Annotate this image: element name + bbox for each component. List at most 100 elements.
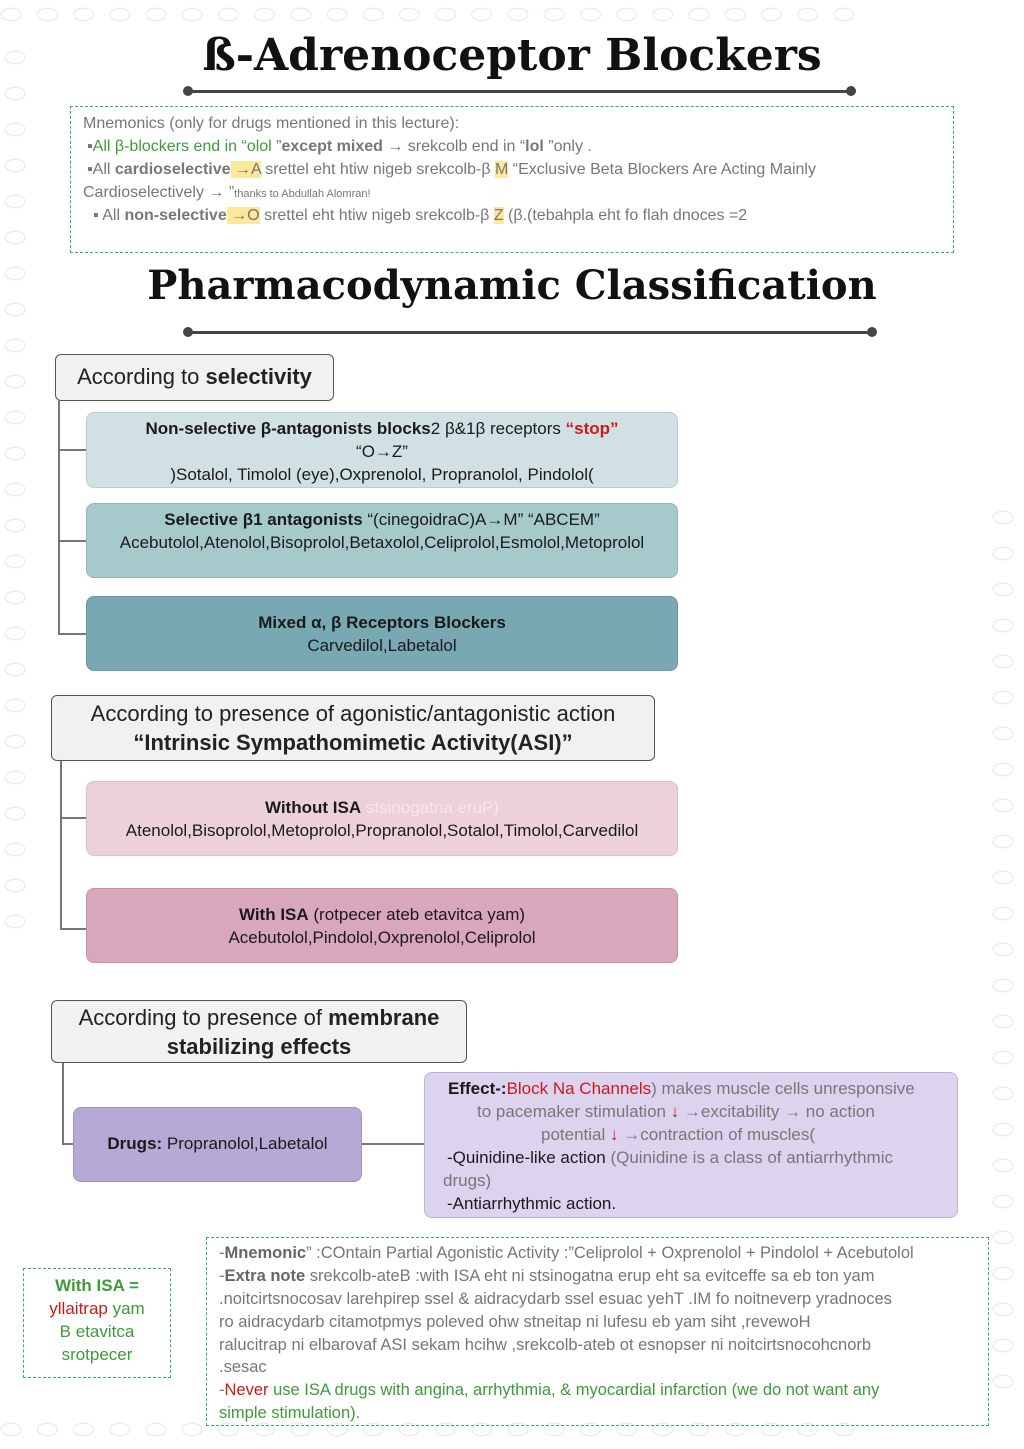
membrane-header: According to presence of membrane stabil… — [51, 1000, 467, 1063]
effect-line1-rest: ) makes muscle cells unresponsive — [651, 1079, 915, 1098]
selectivity-header-bold: selectivity — [205, 364, 312, 389]
selectivity-branch-3 — [58, 633, 86, 635]
bottom-notes-box — [206, 1237, 989, 1426]
block-na-channels-text: Block Na Channels — [506, 1079, 652, 1098]
isa-side-line2-rest: yam — [107, 1299, 145, 1318]
effect-line-2: to pacemaker stimulation ↓ →excitability… — [443, 1100, 947, 1123]
membrane-drugs-box: Drugs: Propranolol,Labetalol — [73, 1107, 362, 1182]
mnemonic-line4-lead: All — [102, 207, 125, 224]
never-note-text: use ISA drugs with angina, arrhythmia, &… — [268, 1381, 880, 1399]
with-isa-note: (rotpecer ateb etavitca yam) — [308, 905, 526, 924]
background-pattern-top: ⬭⬭⬭⬭⬭⬭⬭⬭⬭⬭⬭⬭⬭⬭⬭⬭⬭⬭⬭⬭⬭⬭⬭⬭ — [0, 0, 869, 30]
isa-header-line1: According to presence of agonistic/antag… — [90, 701, 616, 726]
page-title: ß-Adrenoceptor Blockers — [202, 30, 822, 81]
extra-note-line-2: .noitcirtsnocosav larehpirep ssel & aidr… — [219, 1290, 892, 1308]
mnemonic-line4-rest: srettel eht htiw nigeb srekcolb-β — [259, 207, 494, 224]
non-selective-drugs: )Sotalol, Timolol (eye),Oxprenolol, Prop… — [170, 465, 594, 484]
mixed-drugs: Carvedilol,Labetalol — [307, 636, 457, 655]
down-arrow-icon: ↓ — [610, 1125, 619, 1144]
mnemonic-o-highlight: →O — [226, 207, 260, 224]
mnemonic-line1-rest: → srekcolb end in “ — [382, 138, 526, 155]
isa-side-line2-red: yllaitrap — [49, 1299, 108, 1318]
drugs-effect-connector — [362, 1143, 424, 1145]
subtitle-underline-dot-left — [183, 327, 193, 337]
selectivity-tree-trunk — [58, 401, 60, 634]
mnemonics-line-3: Cardioselectively → ”thanks to Abdullah … — [83, 184, 371, 202]
mnemonics-line-1: ▪All β-blockers end in “olol ”except mix… — [87, 138, 592, 155]
down-arrow-icon: ↓ — [670, 1102, 680, 1121]
subtitle-underline — [188, 331, 871, 334]
selective-b1-box: Selective β1 antagonists “(cinegoidraC)A… — [86, 503, 678, 578]
isa-tree-trunk — [60, 761, 62, 929]
without-isa-title: Without ISA stsinogatna eruP) — [87, 796, 677, 819]
mnemonic-lol-text: lol — [525, 138, 544, 155]
effect-line2-text: to pacemaker stimulation — [477, 1102, 671, 1121]
mnemonic-z-highlight: Z — [493, 207, 504, 224]
never-note-line: -Never use ISA drugs with angina, arrhyt… — [219, 1381, 880, 1399]
extra-note-line-1: -Extra note srekcolb-ateB :with ISA eht … — [219, 1267, 875, 1285]
effect-line3-rest: →contraction of muscles( — [618, 1125, 816, 1144]
without-isa-note: stsinogatna eruP) — [361, 798, 500, 817]
title-underline-dot-left — [183, 86, 193, 96]
extra-note-label: Extra note — [224, 1267, 306, 1285]
non-selective-box: Non-selective β-antagonists blocks2 β&1β… — [86, 412, 678, 488]
background-pattern-left: ⬭⬭⬭⬭⬭⬭⬭⬭⬭⬭⬭⬭⬭⬭⬭⬭⬭⬭⬭⬭⬭⬭⬭⬭⬭ — [4, 43, 27, 937]
membrane-tree-trunk — [62, 1063, 64, 1144]
non-selective-title-rest: 2 β&1β receptors — [430, 419, 566, 438]
effect-line-5: drugs) — [443, 1171, 492, 1190]
isa-branch-1 — [60, 817, 86, 819]
mnemonic-olol-text: All β-blockers end in “olol ” — [92, 138, 282, 155]
never-note-line-2: simple stimulation). — [219, 1404, 361, 1422]
isa-side-line3: B etavitca — [59, 1322, 135, 1341]
with-isa-drugs: Acebutolol,Pindolol,Oxprenolol,Celiprolo… — [228, 928, 536, 947]
without-isa-title-bold: Without ISA — [264, 798, 362, 817]
isa-header: According to presence of agonistic/antag… — [51, 695, 655, 761]
stop-label: “stop” — [565, 419, 619, 438]
extra-note-line-4: ralucitrap ni elbarovaf ASI sekam hcihw … — [219, 1336, 872, 1354]
mnemonic-note-label: Mnemonic — [224, 1244, 307, 1262]
selectivity-branch-2 — [58, 540, 86, 542]
mixed-title-bold: Mixed α, β Receptors Blockers — [258, 613, 506, 632]
effect-line-1: Effect-:Block Na Channels) makes muscle … — [443, 1077, 947, 1100]
membrane-drugs-label: Drugs: — [107, 1134, 163, 1153]
mnemonics-line-4: ▪ All non-selective →O srettel eht htiw … — [93, 207, 748, 224]
mnemonic-a-highlight: →A — [230, 161, 261, 178]
isa-side-line1: With ISA = — [55, 1276, 139, 1295]
mnemonic-m-highlight: M — [494, 161, 509, 178]
with-isa-title: With ISA (rotpecer ateb etavitca yam) — [87, 903, 677, 926]
non-selective-title: Non-selective β-antagonists blocks2 β&1β… — [87, 417, 677, 440]
isa-side-line2: yllaitrap yam — [23, 1297, 171, 1320]
mnemonic-line2-lead: All — [92, 161, 115, 178]
mnemonic-note-line: -Mnemonic” :COntain Partial Agonistic Ac… — [219, 1244, 914, 1262]
selective-drugs: Acebutolol,Atenolol,Bisoprolol,Betaxolol… — [119, 533, 645, 552]
background-pattern-right: ⬭⬭⬭⬭⬭⬭⬭⬭⬭⬭⬭⬭⬭⬭⬭⬭⬭⬭⬭⬭⬭⬭⬭⬭⬭ — [992, 503, 1015, 1397]
title-underline — [188, 90, 851, 93]
with-isa-title-bold: With ISA — [238, 905, 309, 924]
membrane-effect-box: Effect-:Block Na Channels) makes muscle … — [424, 1072, 958, 1218]
mnemonic-line2-rest: srettel eht htiw nigeb srekcolb-β — [260, 161, 495, 178]
isa-branch-2 — [60, 928, 86, 930]
mnemonic-except-text: except mixed — [281, 138, 383, 155]
mnemonic-line3-text: Cardioselectively → ” — [83, 184, 235, 201]
extra-note-text-1: srekcolb-ateB :with ISA eht ni stsinogat… — [305, 1267, 875, 1285]
membrane-header-line2: stabilizing effects — [166, 1034, 352, 1059]
effect-line-3: potential ↓ →contraction of muscles( — [443, 1123, 947, 1146]
membrane-header-bold: membrane — [328, 1005, 440, 1030]
isa-side-note-box — [23, 1268, 171, 1378]
without-isa-box: Without ISA stsinogatna eruP) Atenolol,B… — [86, 781, 678, 856]
non-selective-title-bold: Non-selective β-antagonists blocks — [145, 419, 431, 438]
mnemonics-box — [70, 106, 954, 253]
extra-note-line-3: ro aidracydarb citamotpmys poleved ohw s… — [219, 1313, 811, 1331]
extra-note-line-5: .sesac — [219, 1358, 267, 1376]
mnemonic-note-text: ” :COntain Partial Agonistic Activity :”… — [306, 1244, 914, 1262]
isa-side-line4: srotpecer — [61, 1345, 133, 1364]
membrane-header-line1: According to presence of membrane — [52, 1003, 466, 1032]
membrane-drugs-value: Propranolol,Labetalol — [162, 1134, 328, 1153]
never-label: Never — [224, 1381, 269, 1399]
mnemonics-heading: Mnemonics (only for drugs mentioned in t… — [83, 115, 460, 132]
selectivity-branch-1 — [58, 449, 86, 451]
quinidine-like-action: -Quinidine-like action — [447, 1148, 606, 1167]
selective-title: Selective β1 antagonists “(cinegoidraC)A… — [87, 508, 677, 531]
membrane-branch — [62, 1143, 73, 1145]
effect-line3-text: potential — [541, 1125, 610, 1144]
